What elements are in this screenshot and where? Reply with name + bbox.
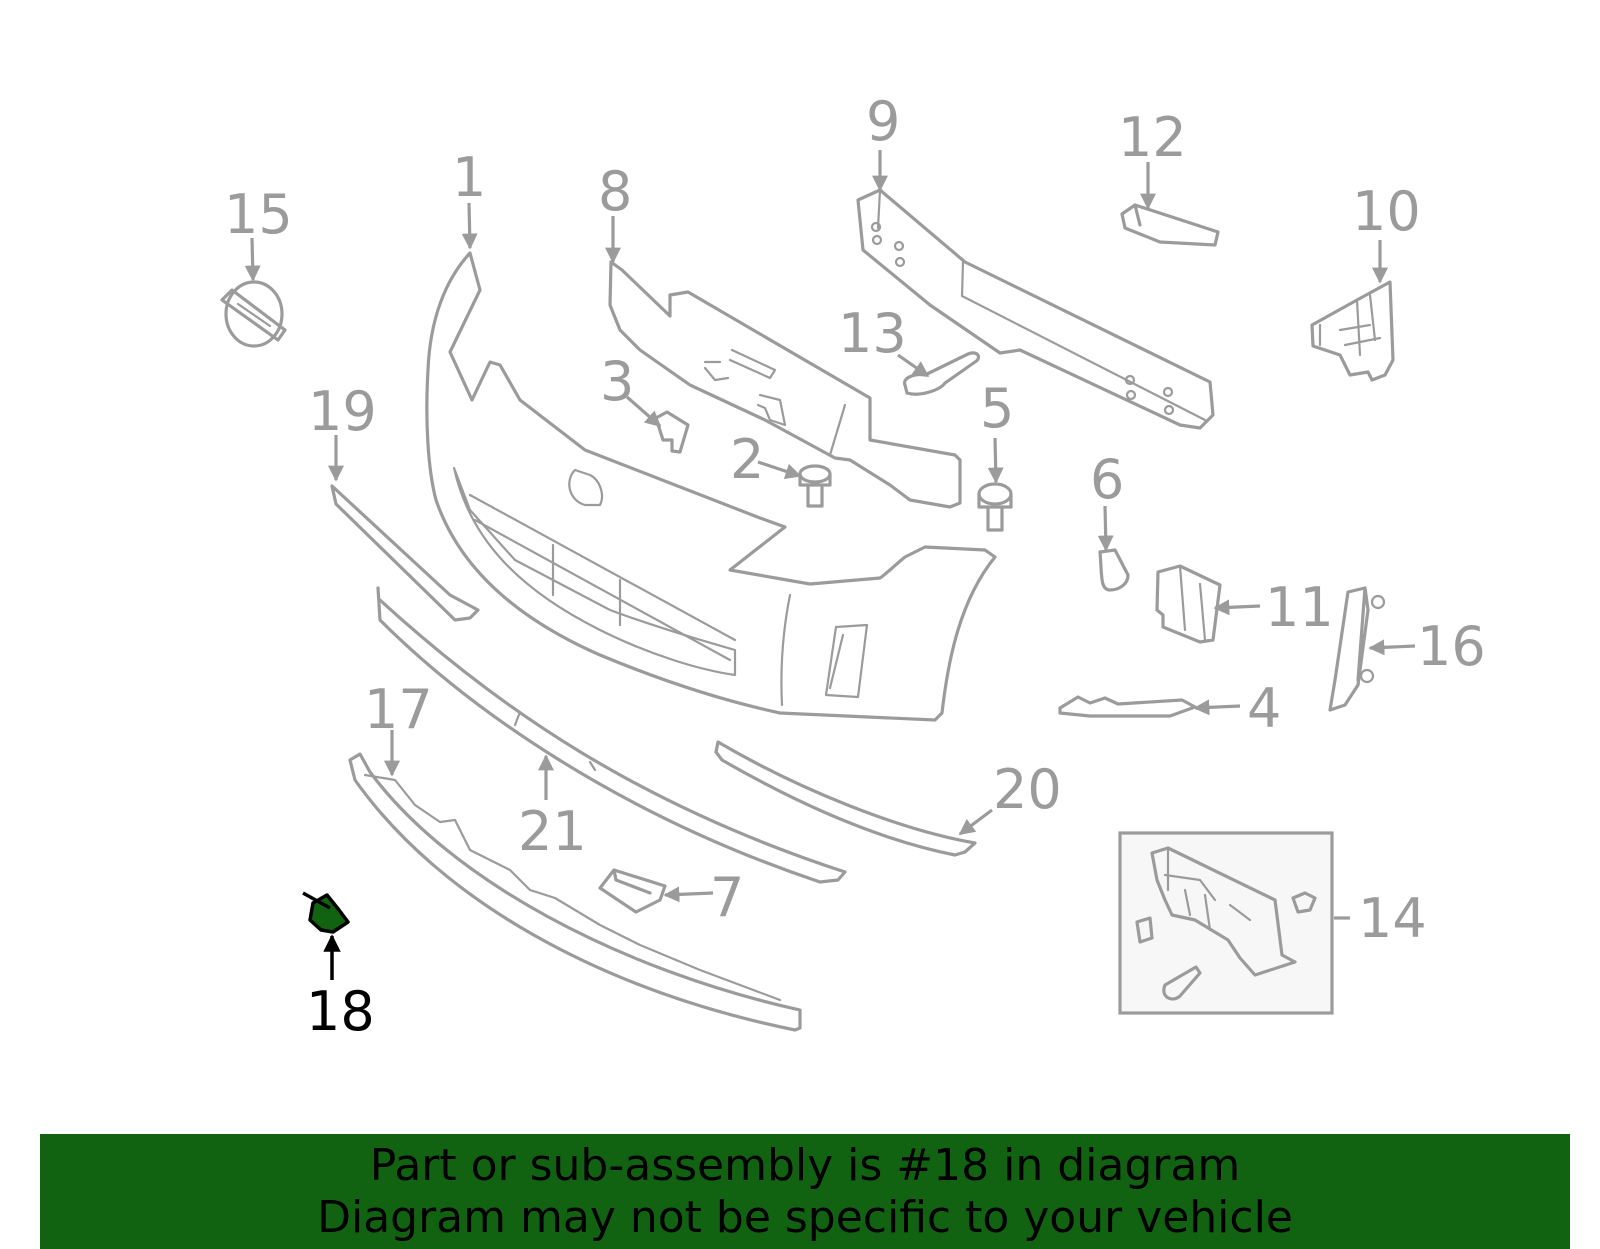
part-13-tow-hook — [903, 351, 981, 396]
part-16-side-bracket — [1328, 586, 1386, 712]
part-15-emblem — [220, 280, 287, 348]
leader-lines — [244, 150, 1416, 980]
part-6-grommet — [1098, 548, 1130, 592]
part-18-highlighted — [302, 891, 350, 934]
part-5-clip — [977, 482, 1013, 532]
label-11: 11 — [1265, 576, 1334, 639]
part-17-lower-absorber — [348, 752, 802, 1032]
label-10: 10 — [1352, 180, 1421, 243]
banner-line-1: Part or sub-assembly is #18 in diagram — [369, 1139, 1241, 1191]
part-21-spoiler — [376, 586, 847, 884]
part-1-bumper-fascia — [425, 251, 997, 722]
label-17: 17 — [364, 678, 433, 741]
label-15: 15 — [224, 183, 293, 246]
part-4-bracket — [1058, 695, 1197, 718]
label-8: 8 — [598, 160, 632, 223]
label-3: 3 — [600, 350, 634, 413]
label-6: 6 — [1090, 448, 1124, 511]
part-10-side-bracket — [1310, 280, 1395, 382]
part-7-bracket — [598, 868, 667, 914]
part-19-trim-strip — [330, 484, 480, 622]
part-3-bracket — [654, 410, 690, 454]
part-9-reinforcement — [856, 188, 1215, 430]
part-11-bracket — [1155, 564, 1222, 644]
callout-labels: 1 2 3 4 5 6 7 8 9 10 11 12 13 14 15 16 1… — [224, 90, 1486, 1043]
part-20-lower-trim — [714, 740, 977, 857]
label-1: 1 — [452, 146, 486, 209]
part-8-absorber — [608, 260, 962, 509]
part-2-clip — [798, 464, 832, 508]
label-12: 12 — [1118, 106, 1187, 169]
label-2: 2 — [730, 428, 764, 491]
label-9: 9 — [866, 90, 900, 153]
label-20: 20 — [993, 758, 1062, 821]
label-4: 4 — [1247, 677, 1281, 740]
label-21: 21 — [518, 800, 587, 863]
label-7: 7 — [710, 866, 744, 929]
label-5: 5 — [980, 377, 1014, 440]
banner-line-2: Diagram may not be specific to your vehi… — [317, 1191, 1293, 1243]
label-14: 14 — [1358, 887, 1427, 950]
label-13: 13 — [838, 302, 907, 365]
info-banner: Part or sub-assembly is #18 in diagram D… — [40, 1134, 1570, 1249]
label-18-active: 18 — [306, 980, 375, 1043]
part-14-kit — [1118, 831, 1334, 1015]
label-16: 16 — [1417, 615, 1486, 678]
label-19: 19 — [308, 380, 377, 443]
part-12-bracket — [1120, 203, 1220, 247]
